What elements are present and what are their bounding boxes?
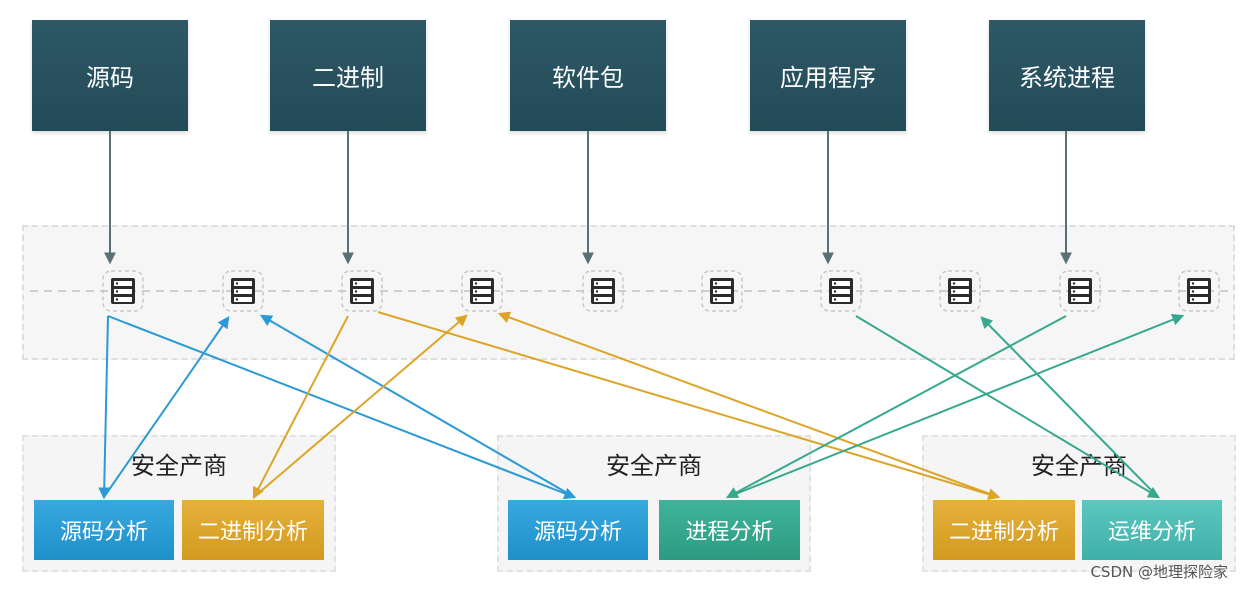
- node-band: [22, 225, 1235, 360]
- source-box-package: 软件包: [510, 20, 666, 131]
- source-label: 软件包: [552, 64, 624, 92]
- watermark: CSDN @地理探险家: [1090, 563, 1228, 581]
- vendor-title-1: 安全产商: [131, 452, 227, 480]
- tool-label: 二进制分析: [948, 520, 1059, 545]
- arrow-green-3: [855, 315, 1161, 499]
- tool-ops-analysis: 运维分析: [1082, 500, 1222, 560]
- vendor-title-3: 安全产商: [1031, 452, 1127, 480]
- server-icon: [582, 270, 624, 312]
- arrow-green-4: [980, 316, 1159, 498]
- tool-process-analysis: 进程分析: [659, 500, 800, 560]
- tool-source-analysis-2: 源码分析: [508, 500, 648, 560]
- source-box-system-process: 系统进程: [989, 20, 1145, 131]
- server-icon: [341, 270, 383, 312]
- arrow-gold-1: [252, 315, 349, 500]
- arrow-blue-3: [103, 316, 230, 498]
- tool-label: 源码分析: [59, 520, 148, 545]
- vendor-title-2: 安全产商: [606, 452, 702, 480]
- tool-label: 运维分析: [1107, 520, 1196, 545]
- source-label: 应用程序: [780, 64, 876, 92]
- source-label: 系统进程: [1019, 64, 1115, 92]
- server-icon: [820, 270, 862, 312]
- arrow-blue-1: [98, 315, 111, 500]
- source-label: 二进制: [312, 64, 384, 92]
- source-label: 源码: [86, 64, 134, 92]
- source-box-application: 应用程序: [750, 20, 906, 131]
- arrow-blue-2: [107, 315, 577, 500]
- tool-source-analysis-1: 源码分析: [34, 500, 174, 560]
- source-box-source-code: 源码: [32, 20, 188, 131]
- arrow-gold-3: [377, 311, 1001, 501]
- arrow-gold-4: [497, 311, 999, 498]
- tool-binary-analysis-1: 二进制分析: [182, 500, 324, 560]
- tool-label: 二进制分析: [197, 520, 308, 545]
- arrow-gold-2: [253, 314, 468, 498]
- arrow-green-2: [727, 313, 1185, 498]
- tool-label: 进程分析: [685, 520, 774, 545]
- tool-binary-analysis-2: 二进制分析: [933, 500, 1075, 560]
- arrow-blue-4: [259, 314, 575, 498]
- tool-label: 源码分析: [533, 520, 622, 545]
- server-icon: [102, 270, 144, 312]
- arrow-green-1: [725, 315, 1067, 499]
- source-box-binary: 二进制: [270, 20, 426, 131]
